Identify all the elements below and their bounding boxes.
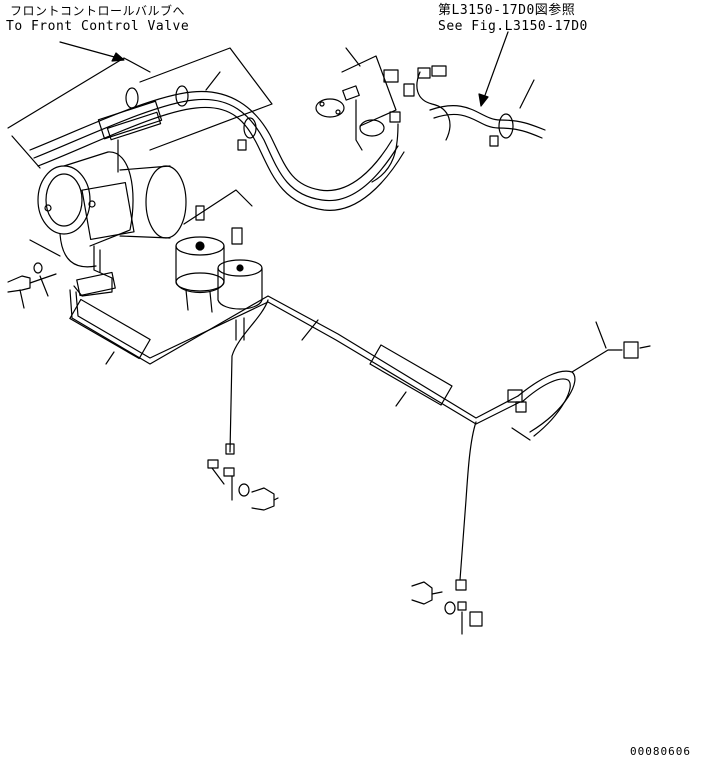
front-valve-label-en: To Front Control Valve (6, 19, 190, 34)
canisters (175, 189, 263, 341)
reference-figure-label-en: See Fig.L3150-17D0 (438, 19, 588, 34)
upper-connectors (315, 47, 451, 183)
front-valve-label-jp: フロントコントロールバルブへ (10, 4, 186, 18)
reference-figure-label-jp: 第L3150-17D0図参照 (438, 3, 576, 18)
drawing-code: 00080606 (630, 745, 691, 758)
lower-harness (69, 289, 651, 635)
tank-assembly (7, 151, 187, 309)
reference-harness (429, 79, 546, 147)
upper-harness (7, 47, 405, 211)
leader-arrows (59, 31, 509, 107)
